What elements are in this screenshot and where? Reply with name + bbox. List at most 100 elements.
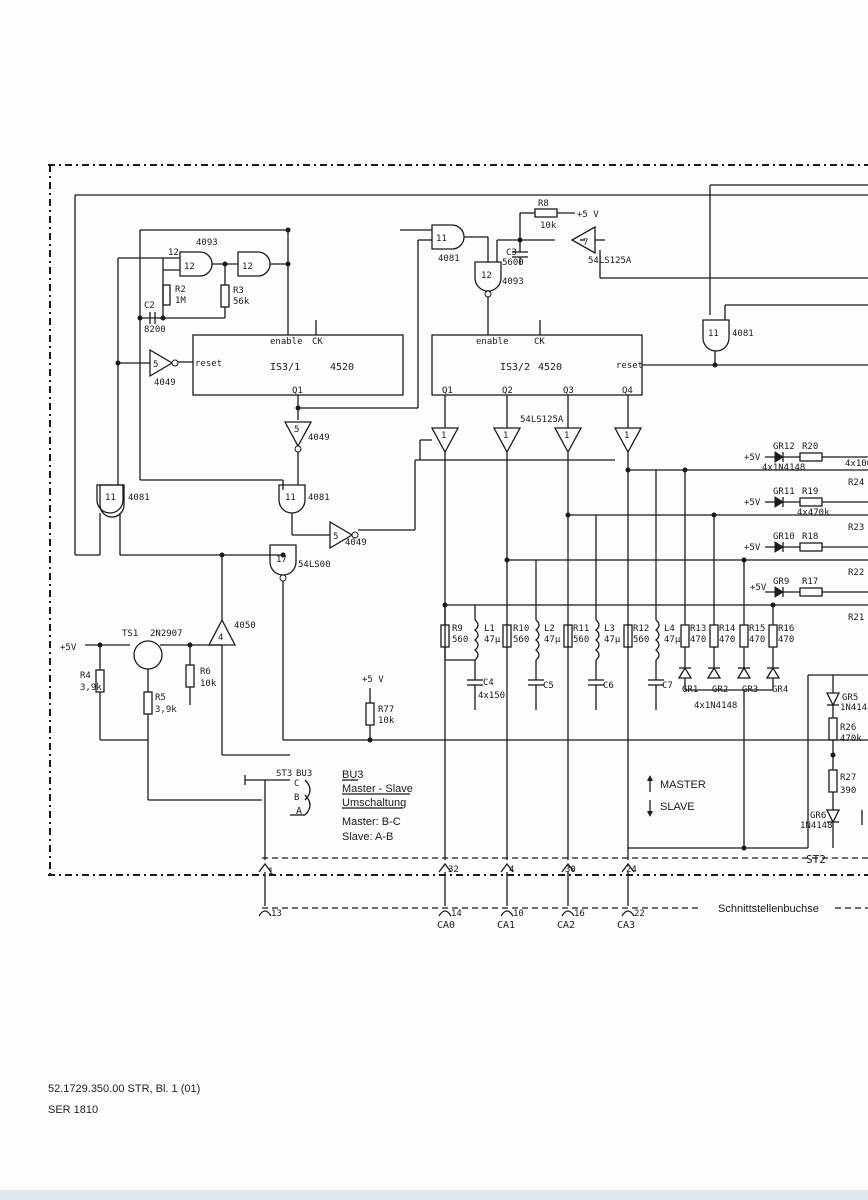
svg-text:ST2: ST2 — [806, 853, 826, 866]
resistor-R6 — [185, 664, 195, 688]
svg-text:enable: enable — [270, 337, 303, 347]
svg-text:47µ: 47µ — [544, 635, 561, 645]
svg-text:3,9k: 3,9k — [155, 705, 177, 715]
svg-text:1N4148: 1N4148 — [800, 821, 833, 831]
svg-text:32: 32 — [448, 865, 459, 875]
svg-text:560: 560 — [452, 635, 468, 645]
svg-text:10: 10 — [513, 909, 524, 919]
and-gate-middle: 11 4081 — [278, 484, 330, 536]
svg-text:470: 470 — [719, 635, 735, 645]
svg-text:54LS00: 54LS00 — [298, 560, 331, 570]
and-gate-left: 11 4081 — [96, 484, 283, 556]
resistor-R3 — [220, 284, 230, 308]
svg-text:Slave: A-B: Slave: A-B — [342, 831, 393, 843]
output-buffers: 1 1 1 1 54LS125A — [415, 395, 643, 461]
svg-text:R10: R10 — [513, 624, 529, 634]
svg-text:R8: R8 — [538, 199, 549, 209]
svg-text:4520: 4520 — [330, 362, 354, 373]
svg-text:Q2: Q2 — [502, 386, 513, 396]
svg-text:GR9: GR9 — [773, 577, 789, 587]
svg-text:GR2: GR2 — [712, 685, 728, 695]
inverter-q1: 5 4049 — [283, 421, 330, 485]
filter-network: R9 560 R10 560 R11 560 R12 560 L1 47µ L2… — [440, 470, 681, 710]
svg-text:R19: R19 — [802, 487, 818, 497]
svg-text:4520: 4520 — [538, 362, 562, 373]
svg-text:4081: 4081 — [128, 493, 150, 503]
svg-text:CK: CK — [312, 337, 323, 347]
counter-ic-1: IS3/1 4520 enable CK reset Q1 — [175, 239, 432, 420]
svg-text:R6: R6 — [200, 667, 211, 677]
svg-text:A: A — [296, 806, 302, 817]
svg-text:54LS125A: 54LS125A — [588, 256, 632, 266]
buffer-4050: 4 4050 — [207, 552, 290, 756]
svg-text:470: 470 — [749, 635, 765, 645]
svg-text:1: 1 — [268, 867, 273, 877]
svg-text:54LS125A: 54LS125A — [520, 415, 564, 425]
drawing-reference: 52.1729.350.00 STR, Bl. 1 (01) — [48, 1083, 201, 1095]
svg-text:4x470k: 4x470k — [797, 508, 830, 518]
svg-text:R77: R77 — [378, 705, 394, 715]
svg-text:GR5: GR5 — [842, 693, 858, 703]
svg-text:SLAVE: SLAVE — [660, 801, 695, 813]
resistor-R5 — [143, 691, 153, 715]
svg-text:C5: C5 — [543, 681, 554, 691]
svg-text:1: 1 — [503, 431, 508, 441]
svg-text:R17: R17 — [802, 577, 818, 587]
svg-text:R26: R26 — [840, 723, 856, 733]
svg-text:5600: 5600 — [502, 258, 524, 268]
svg-text:4050: 4050 — [234, 621, 256, 631]
svg-text:L1: L1 — [484, 624, 495, 634]
svg-text:reset: reset — [616, 361, 643, 371]
direction-legend: MASTER SLAVE — [647, 775, 706, 817]
svg-text:R9: R9 — [452, 624, 463, 634]
series-label: SER 1810 — [48, 1104, 99, 1116]
svg-text:4049: 4049 — [154, 378, 176, 388]
svg-text:GR1: GR1 — [682, 685, 698, 695]
svg-text:11: 11 — [285, 493, 296, 503]
right-input-network: +5V GR12 R20 4x1N4148 4x100k R24 +5V GR1… — [744, 442, 868, 623]
nand-54ls00: 17 54LS00 — [269, 544, 868, 741]
svg-text:R11: R11 — [573, 624, 589, 634]
board-border — [48, 164, 868, 876]
svg-text:B: B — [294, 793, 299, 803]
svg-text:17: 17 — [276, 555, 287, 565]
svg-text:R20: R20 — [802, 442, 818, 452]
svg-text:11: 11 — [105, 493, 116, 503]
svg-text:47µ: 47µ — [604, 635, 621, 645]
svg-text:R23: R23 — [848, 523, 864, 533]
oscillator-4093: 12 12 4093 12 R2 1M R3 56k C2 8200 — [117, 227, 291, 490]
part-label: 4093 — [196, 238, 218, 248]
svg-text:12: 12 — [481, 271, 492, 281]
svg-text:C2: C2 — [144, 301, 155, 311]
svg-text:4049: 4049 — [308, 433, 330, 443]
svg-text:4081: 4081 — [732, 329, 754, 339]
svg-text:2N2907: 2N2907 — [150, 629, 183, 639]
svg-text:16: 16 — [574, 909, 585, 919]
svg-text:4: 4 — [509, 865, 514, 875]
svg-text:R14: R14 — [719, 624, 735, 634]
resistor-R77-group: +5 V R77 10k — [362, 675, 395, 743]
svg-text:Q1: Q1 — [292, 386, 303, 396]
svg-text:+5V: +5V — [60, 643, 77, 653]
svg-text:11: 11 — [708, 329, 719, 339]
gate-label: 12 — [184, 262, 195, 272]
svg-text:10k: 10k — [200, 679, 217, 689]
svg-text:GR12: GR12 — [773, 442, 795, 452]
svg-text:30: 30 — [565, 865, 576, 875]
svg-text:TS1: TS1 — [122, 629, 138, 639]
svg-text:4049: 4049 — [345, 538, 367, 548]
svg-text:reset: reset — [195, 359, 222, 369]
svg-text:L4: L4 — [664, 624, 675, 634]
svg-text:R27: R27 — [840, 773, 856, 783]
svg-text:R5: R5 — [155, 693, 166, 703]
svg-text:+5V: +5V — [744, 498, 761, 508]
svg-text:C3: C3 — [506, 248, 517, 258]
svg-text:4081: 4081 — [308, 493, 330, 503]
svg-text:+5V: +5V — [750, 583, 767, 593]
gate-label: 12 — [242, 262, 253, 272]
top-bus-wires — [74, 184, 868, 556]
transistor-stage: +5V TS1 2N2907 R4 3,9k R5 3,9k R6 10k — [60, 629, 262, 801]
svg-text:MASTER: MASTER — [660, 779, 706, 791]
svg-text:4x100k: 4x100k — [845, 459, 868, 469]
